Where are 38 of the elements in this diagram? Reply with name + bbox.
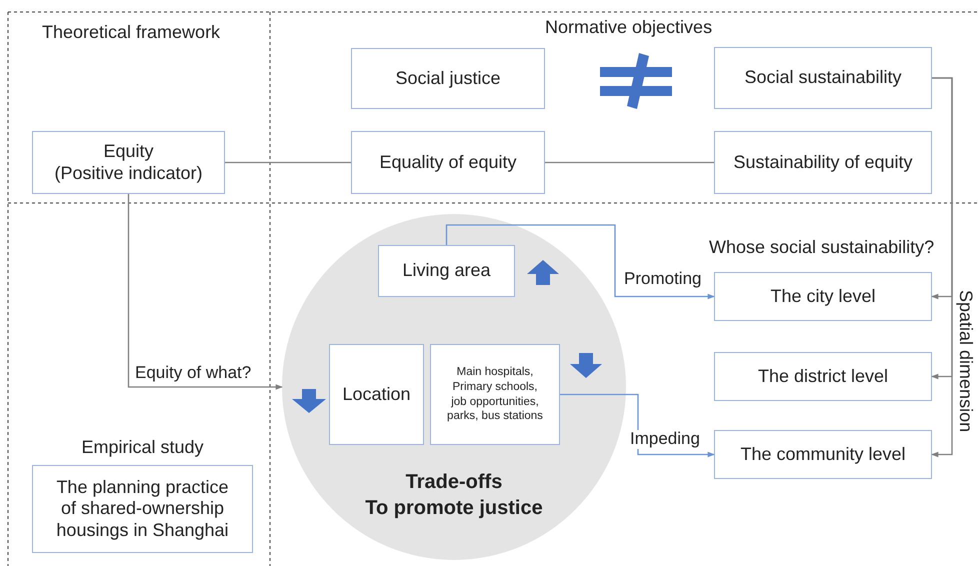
box-text: (Positive indicator) xyxy=(53,162,204,184)
concept-box xyxy=(378,245,515,297)
axis-label: Spatial dimension xyxy=(955,290,976,432)
concept-box xyxy=(32,131,225,194)
concept-box xyxy=(714,352,932,401)
concept-box xyxy=(351,48,545,109)
box-text: Location xyxy=(341,384,412,406)
connector-arrow xyxy=(560,394,715,458)
connector-arrow xyxy=(128,194,283,390)
concept-box xyxy=(714,47,932,109)
box-text: Equity xyxy=(102,140,155,162)
section-heading: Theoretical framework xyxy=(42,22,220,43)
edge-label: Impeding xyxy=(630,430,700,449)
box-text: Living area xyxy=(401,260,492,282)
concept-box xyxy=(714,131,932,194)
box-heading: Empirical study xyxy=(80,437,205,458)
circle-title: Trade-offs xyxy=(404,470,504,495)
connector-arrow xyxy=(931,77,953,458)
box-text: Social sustainability xyxy=(743,67,903,89)
concept-box xyxy=(714,430,932,479)
connector-arrow xyxy=(446,224,715,300)
box-text: Social justice xyxy=(394,68,502,90)
box-text: Sustainability of equity xyxy=(732,152,914,174)
circle-subtitle: To promote justice xyxy=(364,496,544,521)
edge-label: Promoting xyxy=(624,270,702,289)
section-heading: Whose social sustainability? xyxy=(709,237,934,258)
concept-box xyxy=(351,131,545,194)
box-text: The district level xyxy=(756,366,890,388)
box-text: Main hospitals, Primary schools, job opportunities, parks, bus stations xyxy=(446,364,544,424)
concept-box xyxy=(430,344,560,445)
concept-box xyxy=(329,344,424,445)
box-text: Equality of equity xyxy=(378,152,518,174)
box-text: The planning practice of shared-ownership housings in Shanghai xyxy=(55,476,230,542)
edge-label: Equity of what? xyxy=(135,364,252,383)
section-heading: Normative objectives xyxy=(545,17,712,38)
box-text: The city level xyxy=(769,286,877,308)
concept-box xyxy=(714,272,932,321)
box-text: The community level xyxy=(739,444,907,466)
